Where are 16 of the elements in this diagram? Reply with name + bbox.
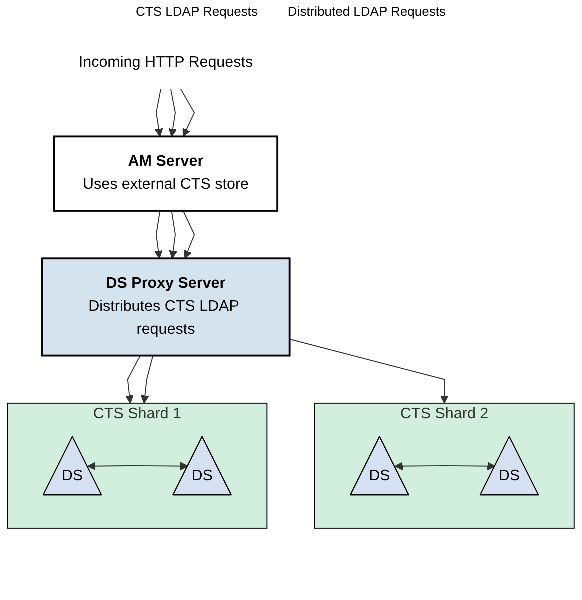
node-box: DS Proxy Server Distributes CTS LDAP requests [41, 258, 291, 357]
node-text: Incoming HTTP Requests [78, 54, 254, 71]
arrow [154, 88, 164, 138]
arrow [88, 462, 189, 471]
note-text: Distributed LDAP Requests [288, 4, 446, 21]
arrow [140, 355, 154, 404]
arrow [168, 88, 178, 138]
arrow [182, 210, 196, 259]
node-box: AM Server Uses external CTS store [53, 136, 279, 212]
arrow [126, 355, 141, 404]
arrow [180, 88, 196, 138]
arrow [154, 210, 163, 259]
arrow [394, 462, 496, 471]
note-text: CTS LDAP Requests [136, 4, 258, 21]
arrow [289, 338, 449, 404]
arrow [169, 210, 178, 259]
